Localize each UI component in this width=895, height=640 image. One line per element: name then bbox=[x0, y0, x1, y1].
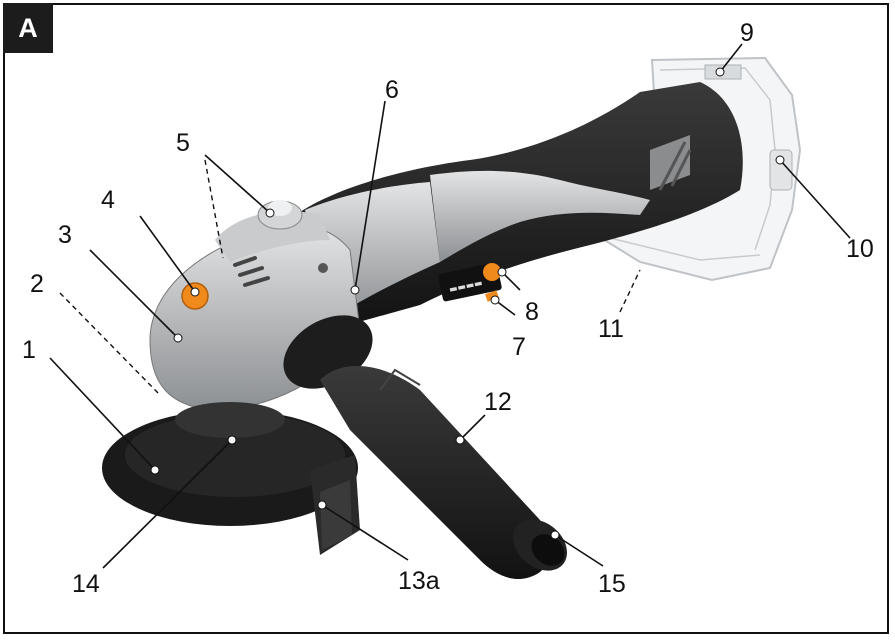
figure-letter-badge: A bbox=[3, 3, 53, 53]
callout-8: 8 bbox=[525, 298, 539, 326]
auxiliary-handle bbox=[283, 315, 567, 580]
leader-lines bbox=[49, 43, 851, 569]
leader-6 bbox=[354, 100, 386, 291]
leader-12 bbox=[459, 414, 486, 441]
leader-dots bbox=[150, 67, 785, 540]
leader-10 bbox=[779, 159, 851, 239]
leader-4 bbox=[139, 215, 196, 293]
callout-4: 4 bbox=[101, 186, 115, 214]
callout-12: 12 bbox=[484, 388, 512, 416]
callout-5: 5 bbox=[176, 129, 190, 157]
callout-14: 14 bbox=[72, 570, 100, 598]
callout-6: 6 bbox=[385, 76, 399, 104]
figure-letter: A bbox=[18, 12, 38, 43]
wheel-guard bbox=[102, 402, 360, 555]
callout-11: 11 bbox=[598, 315, 624, 343]
leader-15 bbox=[554, 534, 604, 567]
callout-7: 7 bbox=[512, 333, 526, 361]
leader-13a bbox=[321, 504, 409, 561]
speed-dial bbox=[483, 263, 501, 281]
leader-5a bbox=[204, 154, 271, 214]
callout-1: 1 bbox=[22, 336, 36, 364]
callout-13a: 13a bbox=[398, 567, 440, 595]
callout-labels: 1 2 3 4 5 6 7 8 9 10 11 12 13a 14 15 bbox=[22, 19, 874, 598]
callout-10: 10 bbox=[846, 235, 874, 263]
leader-9 bbox=[719, 43, 743, 73]
callout-15: 15 bbox=[598, 570, 626, 598]
leader-11 bbox=[619, 269, 641, 313]
callout-2: 2 bbox=[30, 270, 44, 298]
leader-3 bbox=[89, 249, 179, 339]
leader-1 bbox=[49, 357, 156, 471]
tool-body: ▬▬▬▬ bbox=[300, 82, 743, 330]
callout-3: 3 bbox=[58, 221, 72, 249]
leader-5b bbox=[204, 159, 224, 259]
callout-9: 9 bbox=[740, 19, 754, 47]
leader-2 bbox=[59, 292, 161, 396]
leader-14 bbox=[102, 439, 233, 569]
